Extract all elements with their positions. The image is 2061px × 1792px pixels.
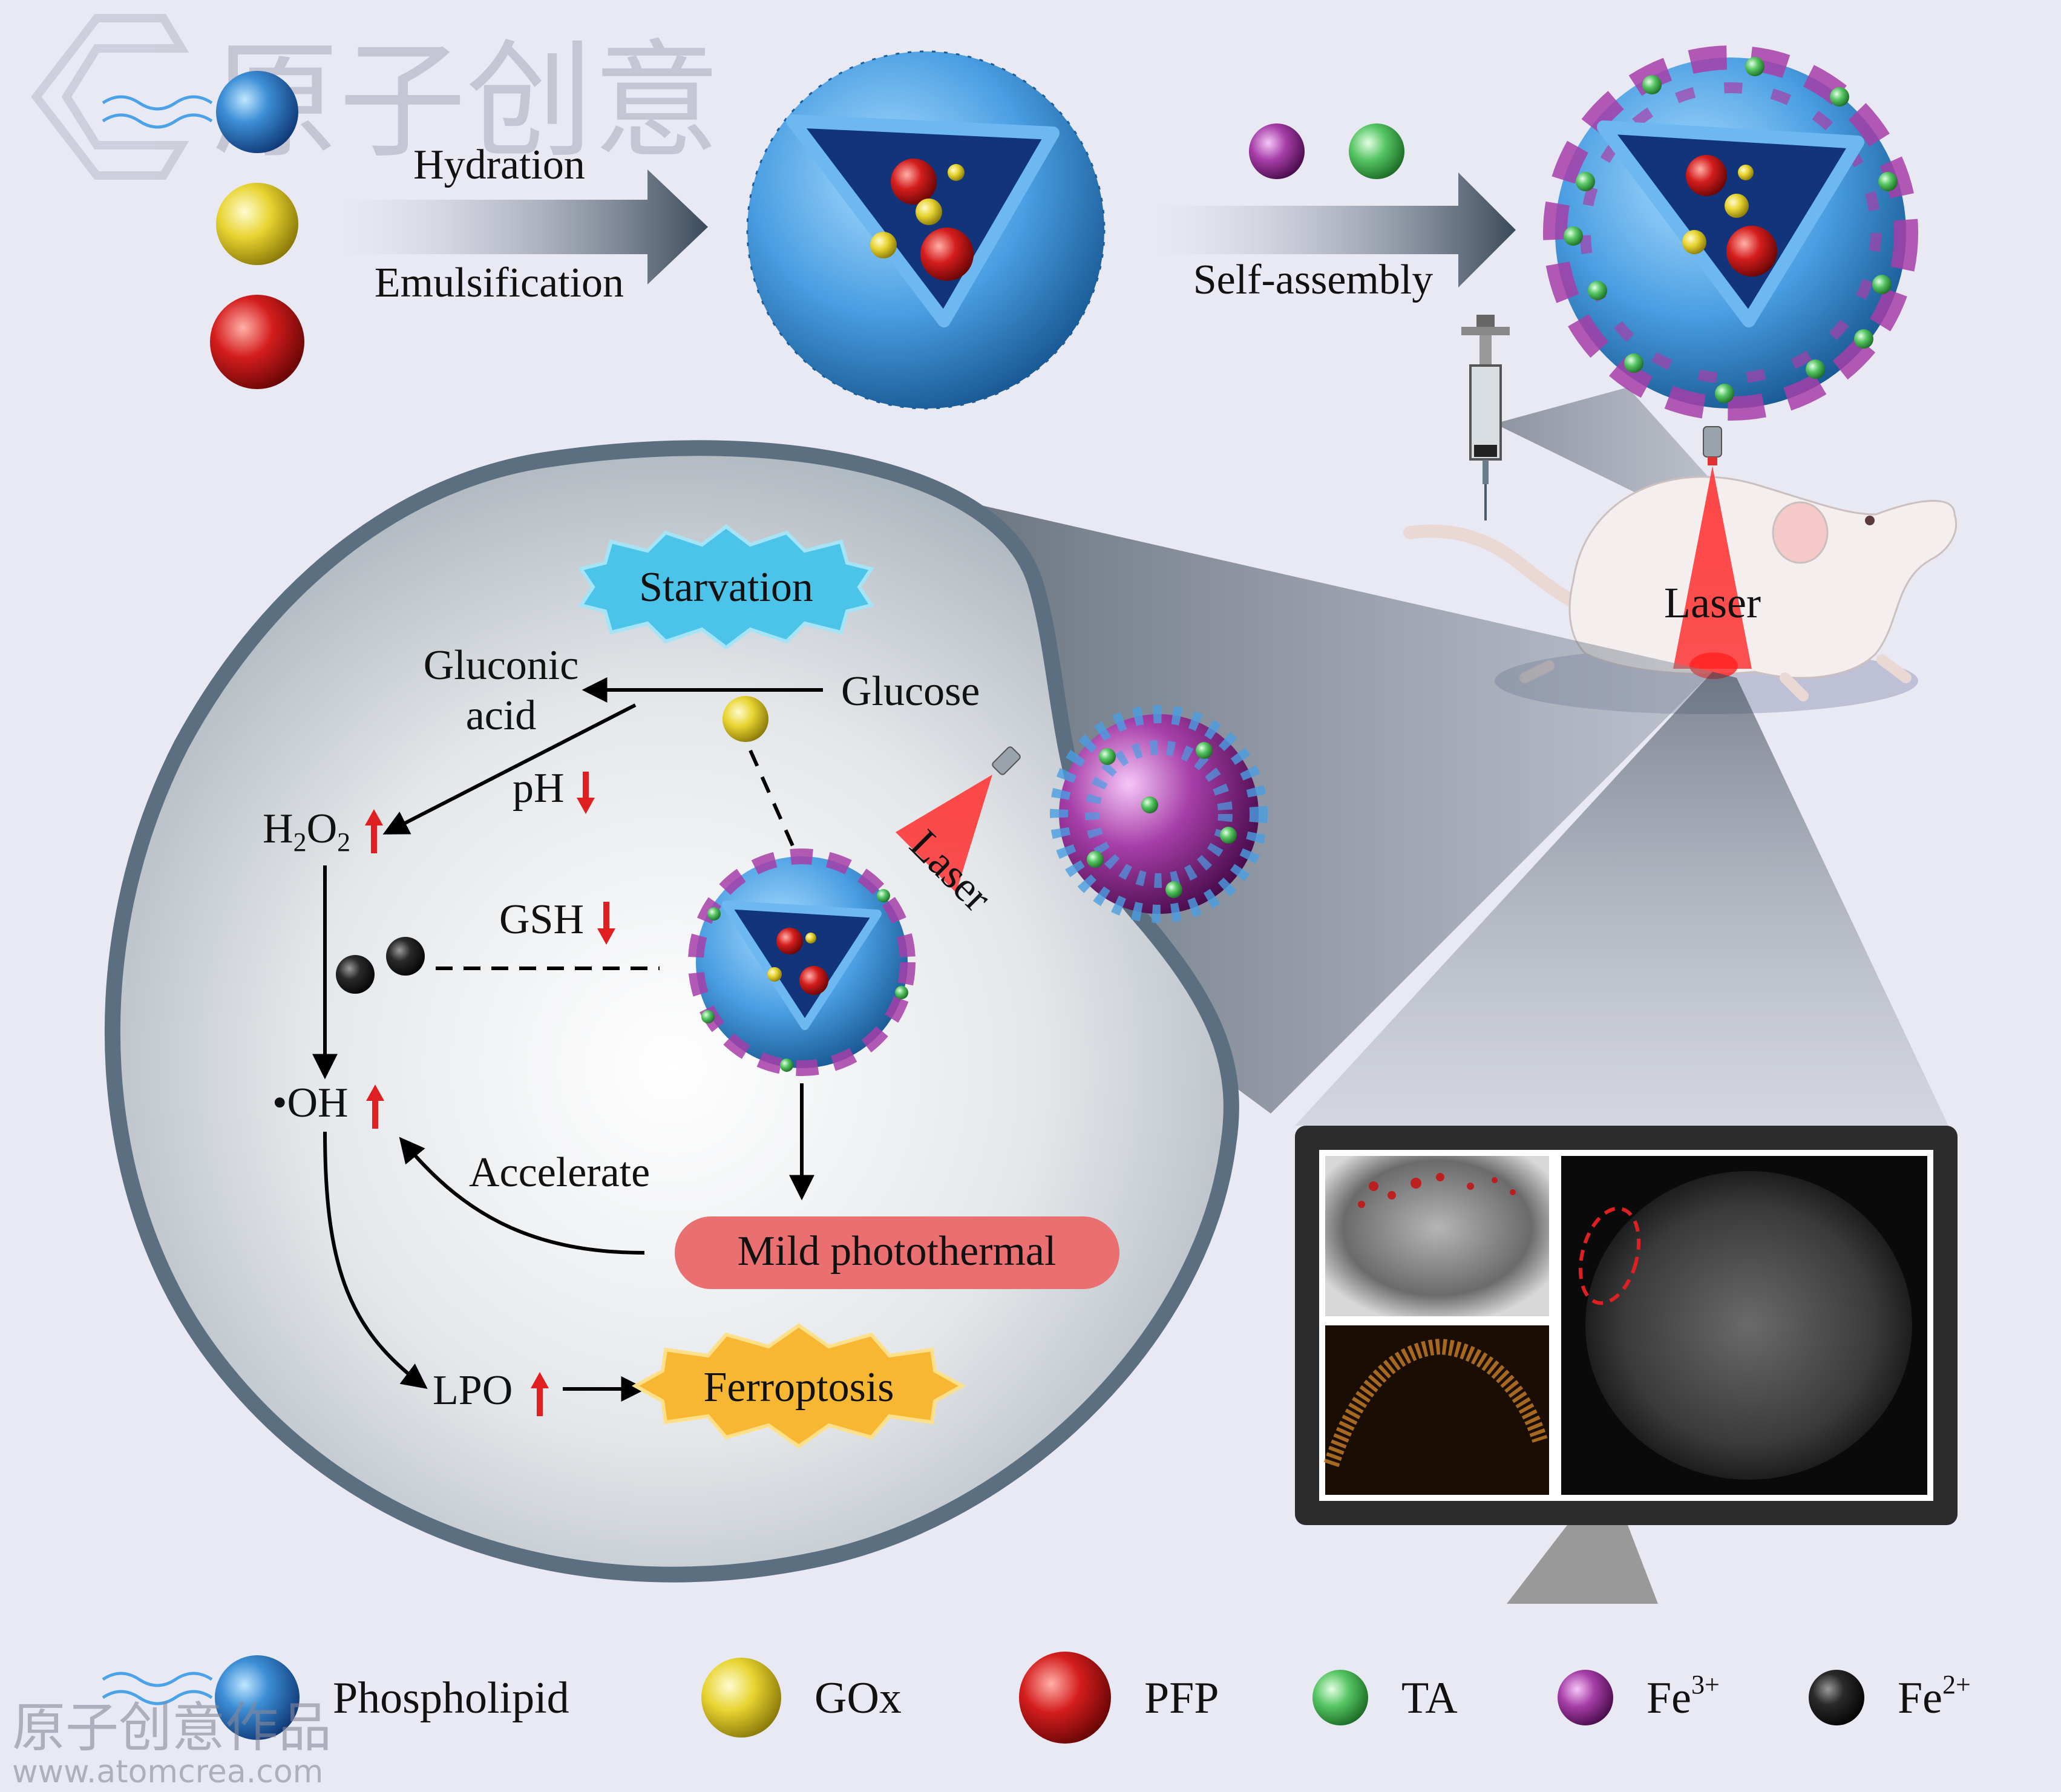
watermark-bottom-text: 原子创意作品 [12, 1696, 332, 1759]
gox-legend-icon [701, 1658, 781, 1738]
mild-photothermal-label: Mild photothermal [738, 1228, 1057, 1275]
starvation-burst: Starvation [578, 524, 874, 650]
ferroptosis-burst: Ferroptosis [631, 1323, 966, 1449]
phospholipid-tail-icon [102, 95, 213, 111]
legend-label-phospholipid: Phospholipid [333, 1673, 569, 1723]
hydration-label: Hydration [413, 142, 585, 188]
lpo-label: LPO [433, 1367, 513, 1414]
glucose-label: Glucose [841, 668, 980, 715]
hydration-arrow: Hydration Emulsification [339, 142, 708, 306]
accelerate-arrow [399, 1137, 645, 1255]
legend-label-gox: GOx [814, 1673, 902, 1723]
gluconic-to-h2o2-arrow [382, 703, 637, 835]
ta-sphere-icon [1349, 123, 1404, 179]
mouse-body [1568, 476, 1958, 679]
logo-hexagon-icon [31, 14, 189, 180]
phospholipid-sphere-icon [216, 71, 298, 153]
fe3-legend-icon [1558, 1670, 1613, 1725]
cell-laser-beam [896, 775, 992, 893]
self-assembly-label: Self-assembly [1193, 257, 1434, 303]
gluconic-acid-line2: acid [466, 692, 537, 739]
cell-membrane [104, 440, 1239, 1583]
fe2-legend-icon [1809, 1670, 1864, 1725]
raw-materials [102, 71, 304, 389]
cell-nanoparticle [688, 848, 916, 1076]
ultrasound-image [1325, 1156, 1549, 1316]
laser-beam [1673, 466, 1752, 669]
fe3-sphere-icon [1249, 123, 1305, 179]
laser-device-icon [1703, 426, 1722, 458]
oh-to-lpo-arrow [323, 1131, 428, 1390]
h2o2-label: H2O2 [263, 806, 350, 857]
gox-in-cell-icon [722, 696, 768, 742]
emulsification-label: Emulsification [375, 260, 624, 306]
tumor-highlight [1578, 1206, 1641, 1305]
mouse-ear [1772, 501, 1829, 564]
cell [104, 440, 1239, 1583]
monitor-stand [1507, 1525, 1658, 1604]
liposome-nanoparticle [746, 50, 1106, 410]
oh-label: •OH [272, 1080, 349, 1126]
mouse-laser-label: Laser [1664, 579, 1761, 627]
svg-text:H2O2: H2O2 [263, 806, 350, 857]
watermark-url: www.atomcrea.com [12, 1754, 323, 1789]
pfp-legend-icon [1019, 1652, 1111, 1744]
gox-sphere-icon [216, 183, 298, 265]
ta-legend-icon [1312, 1670, 1368, 1725]
zoom-cone-imaging [1295, 672, 1948, 1126]
legend-label-fe3: Fe3+ [1647, 1670, 1720, 1723]
self-assembly-arrow: Self-assembly [1153, 123, 1516, 303]
membrane-nanoparticle [1050, 705, 1268, 923]
pfp-sphere-icon [210, 295, 304, 389]
legend-item-pfp: PFP [1019, 1652, 1219, 1744]
gox-dashed-link [749, 749, 801, 861]
ph-label: pH [513, 765, 565, 812]
watermark-logo: 原子创意 [31, 14, 720, 180]
legend-label-pfp: PFP [1144, 1673, 1219, 1723]
coated-nanoparticle [1495, 45, 1918, 569]
fe2-in-cell-icon [336, 955, 375, 994]
pathway: Gluconic acid Glucose pH H2O2 GSH •OH [263, 642, 1119, 1449]
cell-laser-device-icon [992, 746, 1021, 775]
legend-label-ta: TA [1401, 1673, 1458, 1723]
ta-clusters [1564, 57, 1898, 403]
accelerate-label: Accelerate [469, 1149, 650, 1196]
syringe-icon [1461, 315, 1510, 520]
legend-item-ta: TA [1312, 1670, 1458, 1725]
mouse-eye [1865, 516, 1875, 525]
ferroptosis-label: Ferroptosis [704, 1364, 894, 1411]
fe2-in-cell-icon-2 [386, 937, 425, 976]
gsh-label: GSH [499, 896, 584, 943]
imaging-monitor [1295, 1126, 1958, 1604]
legend-item-fe3: Fe3+ [1558, 1670, 1720, 1725]
legend: Phospholipid GOx PFP TA Fe3+ Fe2+ [102, 1652, 1971, 1744]
legend-item-gox: GOx [701, 1658, 902, 1738]
legend-label-fe2: Fe2+ [1898, 1670, 1971, 1723]
legend-item-phospholipid: Phospholipid [102, 1655, 569, 1740]
legend-item-fe2: Fe2+ [1809, 1670, 1971, 1725]
phospholipid-legend-icon [215, 1655, 300, 1740]
starvation-label: Starvation [639, 564, 813, 611]
mild-photothermal-box [675, 1216, 1119, 1289]
watermark-bottom: 原子创意作品 www.atomcrea.com [12, 1696, 332, 1790]
gluconic-acid-line1: Gluconic [424, 642, 579, 689]
